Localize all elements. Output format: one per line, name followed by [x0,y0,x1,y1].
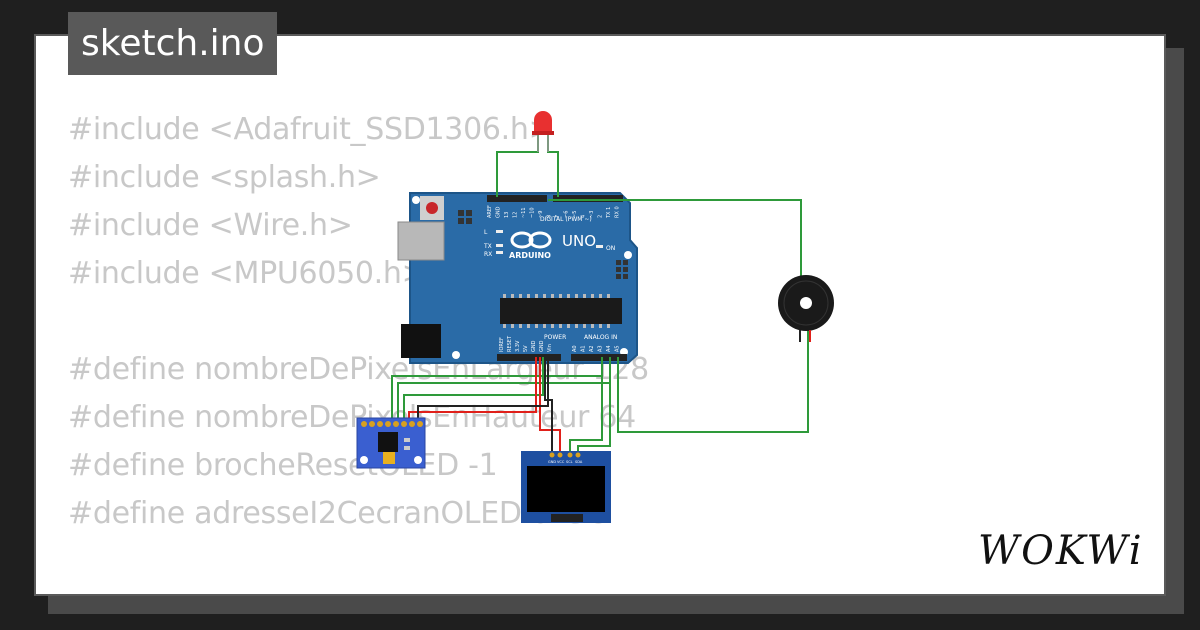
power-jack [401,324,441,358]
oled-pin-label: SDA [575,460,583,464]
oled-pin-label: VCC [557,460,565,464]
wire-mpu-vcc [408,357,537,420]
mounting-hole [624,251,632,259]
power-pin-label: 5V [523,345,529,352]
wire-oled-vcc [539,357,561,452]
digital-pin-label: TX 1 [606,207,612,219]
analog-pin-label: A0 [572,345,578,352]
wires [391,135,809,452]
digital-pin-label: ~3 [589,211,595,218]
power-label: POWER [544,334,566,341]
digital-pin-label: 13 [504,212,510,218]
analog-pin-label: A4 [606,345,612,352]
analog-pin-label: A3 [598,345,604,352]
code-line: #define adresseI2CecranOLED 0x3C [68,496,607,531]
arduino-uno-board: UNO ARDUINO DIGITAL (PWM ~) POWER ANALOG… [397,192,638,364]
digital-pin-label: 2 [598,215,604,218]
analog-pin-label: A2 [589,345,595,352]
power-pin-label: RESET [507,335,513,352]
oled-screen [527,466,605,512]
l-label: L [484,229,488,236]
power-pin-label: GND [531,340,537,352]
on-label: ON [606,245,615,252]
digital-header-left [487,195,547,202]
wire-oled-scl [569,357,603,452]
digital-header-right [553,195,623,202]
tx-label: TX [483,243,492,250]
digital-pin-label: 4 [581,215,587,218]
digital-pin-label: ~6 [564,211,570,218]
analog-header [571,354,627,361]
digital-pin-label: GND [496,206,502,218]
wire-mpu-1 [403,357,544,420]
digital-label: DIGITAL (PWM ~) [540,216,592,223]
oled-pin-label: GND [548,460,556,464]
reset-button-cap [426,202,438,214]
wire-buzzer-signal [548,199,802,282]
wire-buzzer-gnd [617,325,809,433]
microcontroller-chip [500,298,622,324]
analog-pin-label: A1 [581,345,587,352]
power-pin-label: IOREF [499,337,505,352]
digital-pin-label: ~5 [572,211,578,218]
wokwi-logo: WOKWi [978,528,1144,574]
wire-led-signal [547,135,559,197]
arduino-infinity-icon [510,231,534,249]
wire-mpu-gnd [417,357,549,420]
board-brand: ARDUINO [509,251,551,260]
board-model: UNO [562,232,596,250]
wire-mpu-scl [391,357,603,420]
code-line: Adafruit_SSD1306 ecranOLED(nombreDePixel… [68,586,1108,594]
wire-led-gnd [496,135,539,197]
digital-pin-label: RX 0 [615,206,621,218]
code-line: #include <Wire.h> [68,208,353,243]
analog-label: ANALOG IN [584,334,617,341]
digital-pin-label: 8 [547,215,553,218]
digital-pin-label: 7 [555,215,561,218]
oled-pin-label: SCL [566,460,573,464]
mounting-hole [412,196,420,204]
file-title: sketch.ino [68,12,278,75]
wire-oled-sda [577,357,611,452]
mpu6050-module [356,417,426,469]
digital-pin-label: ~10 [530,207,536,218]
power-pin-label: Vin [547,344,553,352]
piezo-buzzer [778,275,834,342]
wire-mpu-sda [397,357,611,420]
code-line: #include <MPU6050.h> [68,256,427,291]
mounting-hole [452,351,460,359]
power-pin-label: 3.3V [515,340,521,352]
digital-pin-label: AREF [487,205,493,218]
power-pin-label: GND [539,340,545,352]
usb-port [397,221,445,261]
digital-pin-label: 12 [513,212,519,218]
digital-pin-label: ~11 [521,207,527,218]
code-line: #include <splash.h> [68,160,381,195]
analog-pin-label: A5 [615,345,621,352]
power-header [497,354,561,361]
red-led [532,111,554,152]
code-line: #include <Adafruit_SSD1306.h> [68,112,554,147]
digital-pin-label: ~9 [538,211,544,218]
rx-label: RX [484,251,492,258]
